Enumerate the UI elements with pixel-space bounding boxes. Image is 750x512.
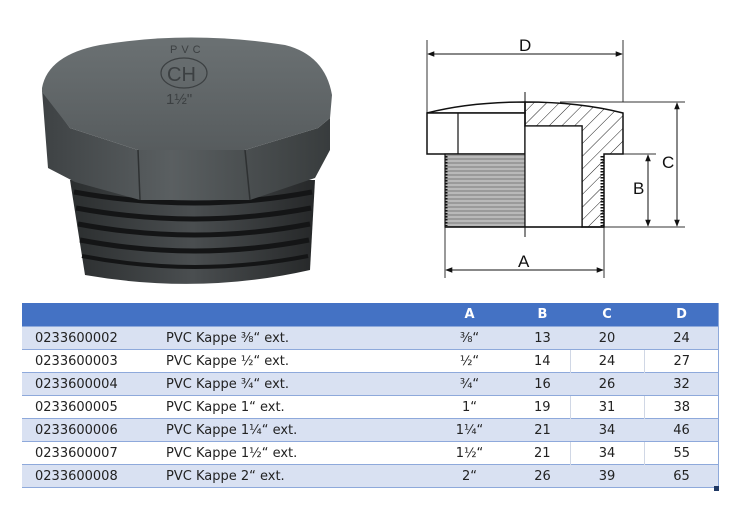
table-row: 0233600003 PVC Kappe ½“ ext. ½“ 14 24 27 [22, 349, 719, 373]
cell-c: 34 [570, 418, 644, 442]
cell-article: 0233600008 [22, 464, 164, 488]
cell-a: ¾“ [424, 372, 515, 396]
svg-text:PVC: PVC [170, 44, 205, 56]
technical-drawing: D A C B [426, 36, 685, 278]
cell-c: 31 [569, 395, 644, 419]
cell-a: 1½“ [424, 441, 515, 465]
cell-description: PVC Kappe ¾“ ext. [164, 372, 424, 396]
cell-a: ⅜“ [424, 326, 515, 350]
svg-text:CH: CH [167, 64, 196, 86]
cell-c: 39 [570, 464, 644, 488]
cell-d: 24 [644, 326, 719, 350]
cell-description: PVC Kappe 1“ ext. [164, 395, 424, 419]
dim-label-b: B [633, 179, 644, 198]
cell-article: 0233600003 [22, 349, 164, 373]
table-row: 0233600002 PVC Kappe ⅜“ ext. ⅜“ 13 20 24 [22, 326, 719, 350]
cell-description: PVC Kappe ½“ ext. [164, 349, 424, 373]
table-resize-handle[interactable] [714, 486, 719, 491]
cell-d: 65 [644, 464, 719, 488]
header-description [164, 303, 424, 327]
cell-article: 0233600002 [22, 326, 164, 350]
cell-b: 21 [515, 418, 570, 442]
header-b: B [515, 303, 570, 327]
header-c: C [570, 303, 644, 327]
cell-b: 19 [515, 395, 570, 419]
cell-d: 27 [643, 349, 719, 373]
dim-label-d: D [519, 36, 531, 55]
cell-d: 46 [644, 418, 719, 442]
cell-b: 13 [515, 326, 570, 350]
cell-a: 2“ [424, 464, 515, 488]
cell-d: 55 [643, 441, 719, 465]
cell-article: 0233600004 [22, 372, 164, 396]
table-row: 0233600008 PVC Kappe 2“ ext. 2“ 26 39 65 [22, 464, 719, 488]
cell-c: 20 [570, 326, 644, 350]
header-article [22, 303, 164, 327]
cell-a: 1¼“ [424, 418, 515, 442]
cell-c: 24 [569, 349, 644, 373]
cell-c: 26 [570, 372, 644, 396]
product-photo-pvc-cap: PVC CH 1½" [42, 37, 332, 284]
table-header-row: A B C D [22, 303, 719, 327]
table-row: 0233600007 PVC Kappe 1½“ ext. 1½“ 21 34 … [22, 441, 719, 465]
dim-label-c: C [662, 153, 674, 172]
cell-b: 21 [515, 441, 570, 465]
header-a: A [424, 303, 515, 327]
cell-description: PVC Kappe 1½“ ext. [164, 441, 424, 465]
cell-article: 0233600006 [22, 418, 164, 442]
cell-description: PVC Kappe ⅜“ ext. [164, 326, 424, 350]
cell-b: 26 [515, 464, 570, 488]
dimension-table: A B C D 0233600002 PVC Kappe ⅜“ ext. ⅜“ … [22, 303, 719, 488]
table-row: 0233600004 PVC Kappe ¾“ ext. ¾“ 16 26 32 [22, 372, 719, 396]
cell-a: 1“ [424, 395, 515, 419]
cell-a: ½“ [424, 349, 515, 373]
header-d: D [644, 303, 719, 327]
svg-text:1½": 1½" [166, 91, 192, 108]
dim-label-a: A [518, 252, 530, 271]
cell-article: 0233600005 [22, 395, 164, 419]
cell-c: 34 [569, 441, 644, 465]
table-row: 0233600005 PVC Kappe 1“ ext. 1“ 19 31 38 [22, 395, 719, 419]
cell-d: 38 [643, 395, 719, 419]
cell-b: 14 [515, 349, 570, 373]
thread-shank [70, 180, 315, 284]
cell-description: PVC Kappe 2“ ext. [164, 464, 424, 488]
embossed-text: PVC CH 1½" [160, 44, 208, 108]
cell-b: 16 [515, 372, 570, 396]
cell-description: PVC Kappe 1¼“ ext. [164, 418, 424, 442]
cell-d: 32 [644, 372, 719, 396]
cell-article: 0233600007 [22, 441, 164, 465]
table-row: 0233600006 PVC Kappe 1¼“ ext. 1¼“ 21 34 … [22, 418, 719, 442]
